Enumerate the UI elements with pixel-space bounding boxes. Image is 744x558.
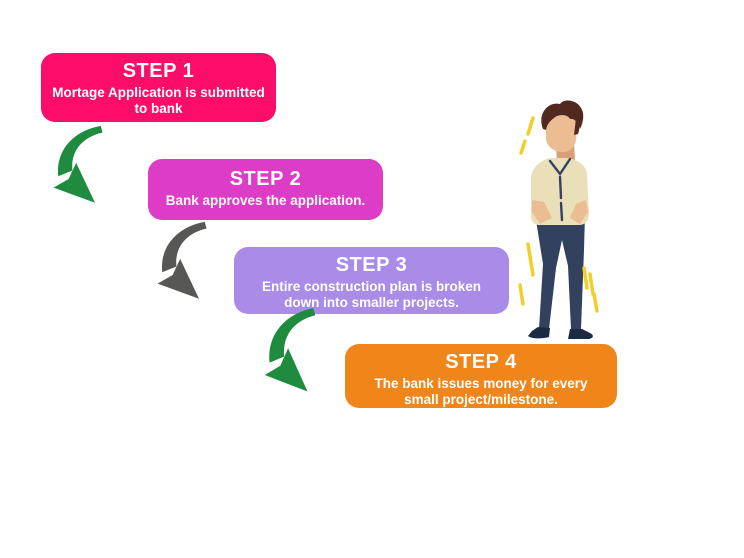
man-face xyxy=(546,110,577,153)
man-forearms xyxy=(532,200,588,224)
step-1-caption-line2: to bank xyxy=(134,100,183,116)
man-shoes xyxy=(528,327,593,339)
standing-man-illustration xyxy=(518,100,599,339)
step-2-title: STEP 2 xyxy=(229,168,302,190)
man-accent-dashes xyxy=(518,116,599,313)
step-4-caption-line1: The bank issues money for every xyxy=(374,376,588,391)
step-1-box: STEP 1 Mortage Application is submitted … xyxy=(41,53,276,122)
step-4-caption: The bank issues money for every small pr… xyxy=(374,376,587,407)
step-3-caption-line2: down into smaller projects. xyxy=(284,294,459,310)
step-4-box: STEP 4 The bank issues money for every s… xyxy=(345,344,617,408)
step-1-caption-line1: Mortage Application is submitted xyxy=(52,85,265,100)
step-1-title: STEP 1 xyxy=(122,60,195,82)
step-1-caption: Mortage Application is submitted to bank xyxy=(52,85,265,116)
man-pants xyxy=(535,214,585,329)
step-3-box: STEP 3 Entire construction plan is broke… xyxy=(234,247,509,314)
curved-arrow-down-icon xyxy=(157,221,207,299)
step-4-caption-line2: small project/milestone. xyxy=(404,391,558,407)
step-2-caption: Bank approves the application. xyxy=(166,193,366,209)
curved-arrow-down-icon xyxy=(264,308,316,392)
man-hair xyxy=(541,100,584,135)
step-2-box: STEP 2 Bank approves the application. xyxy=(148,159,383,220)
step-3-title: STEP 3 xyxy=(335,254,408,276)
step-3-caption-line1: Entire construction plan is broken xyxy=(261,279,482,294)
step-2-caption-line1: Bank approves the application. xyxy=(165,193,366,208)
step-3-caption: Entire construction plan is broken down … xyxy=(262,279,481,310)
step-4-title: STEP 4 xyxy=(445,351,517,373)
curved-arrow-down-icon xyxy=(53,125,103,203)
man-shirt-outline xyxy=(548,157,572,222)
